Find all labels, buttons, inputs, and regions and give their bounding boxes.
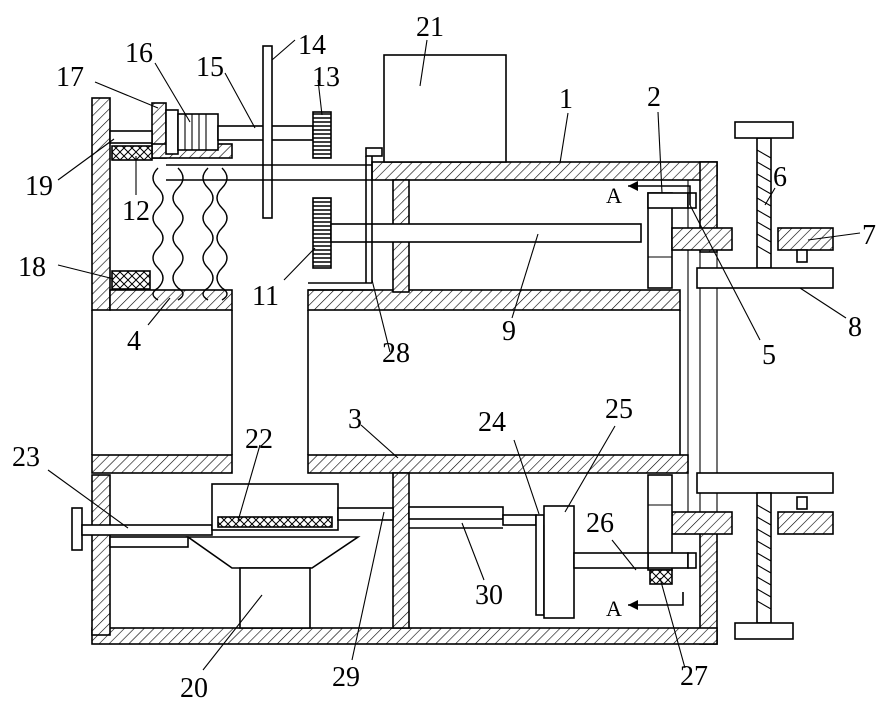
label-26: 26 bbox=[586, 508, 614, 539]
label-29: 29 bbox=[332, 662, 360, 693]
label-2: 2 bbox=[647, 82, 661, 113]
label-11: 11 bbox=[252, 281, 279, 312]
label-1: 1 bbox=[559, 84, 573, 115]
upper-plates bbox=[92, 290, 688, 473]
label-20: 20 bbox=[180, 673, 208, 704]
section-mark-top: A bbox=[606, 183, 622, 208]
right-upper-mechanism bbox=[648, 122, 833, 288]
label-13: 13 bbox=[312, 62, 340, 93]
label-23: 23 bbox=[12, 442, 40, 473]
label-3: 3 bbox=[348, 404, 362, 435]
label-17: 17 bbox=[56, 62, 84, 93]
label-22: 22 bbox=[245, 424, 273, 455]
partitions bbox=[393, 180, 409, 628]
section-mark-bottom: A bbox=[606, 596, 622, 621]
lower-left-mechanism bbox=[72, 484, 393, 628]
label-14: 14 bbox=[298, 30, 326, 61]
label-5: 5 bbox=[762, 340, 776, 371]
label-28: 28 bbox=[382, 338, 410, 369]
top-drive bbox=[110, 46, 382, 218]
label-21: 21 bbox=[416, 12, 444, 43]
label-9: 9 bbox=[502, 316, 516, 347]
label-19: 19 bbox=[25, 171, 53, 202]
label-30: 30 bbox=[475, 580, 503, 611]
label-4: 4 bbox=[127, 326, 141, 357]
label-27: 27 bbox=[680, 661, 708, 692]
label-6: 6 bbox=[773, 162, 787, 193]
right-lower-mechanism bbox=[648, 473, 833, 639]
label-18: 18 bbox=[18, 252, 46, 283]
label-25: 25 bbox=[605, 394, 633, 425]
label-16: 16 bbox=[125, 38, 153, 69]
label-12: 12 bbox=[122, 196, 150, 227]
label-24: 24 bbox=[478, 407, 506, 438]
springs bbox=[153, 168, 227, 300]
label-15: 15 bbox=[196, 52, 224, 83]
label-8: 8 bbox=[848, 312, 862, 343]
label-7: 7 bbox=[862, 220, 876, 251]
mesh-pad bbox=[112, 271, 150, 289]
motor-box bbox=[384, 55, 506, 162]
